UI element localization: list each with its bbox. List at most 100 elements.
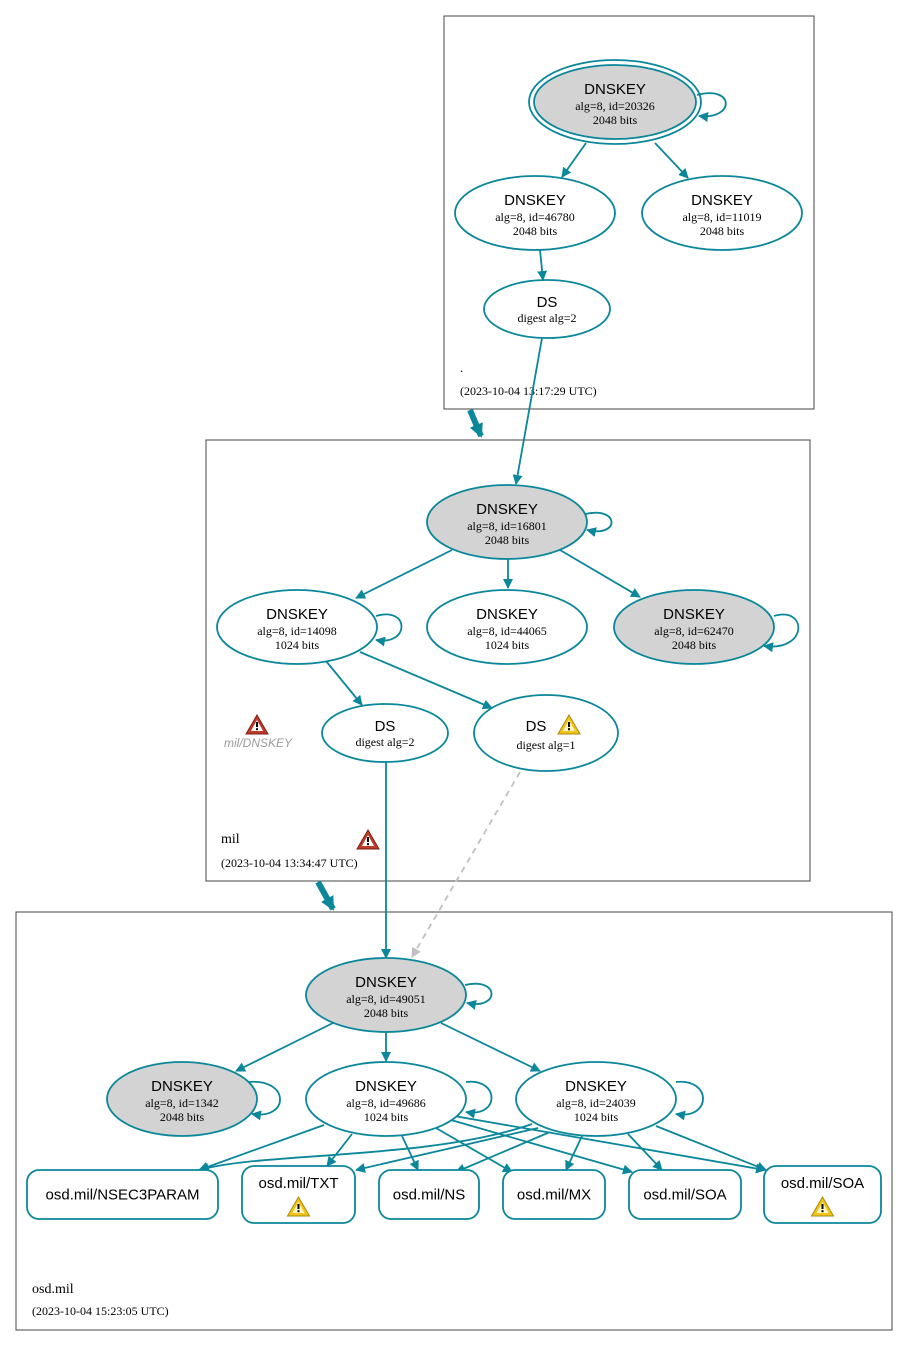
digest-edge	[325, 660, 363, 706]
rrset-node: osd.mil/NSEC3PARAM	[26, 1169, 219, 1220]
rrset-shape	[763, 1165, 882, 1224]
rrset-node: osd.mil/TXT	[241, 1165, 356, 1224]
rrsig-edge	[450, 1119, 633, 1175]
rrset-label: osd.mil/SOA	[643, 1187, 726, 1204]
node-key-size: 1024 bits	[574, 1110, 619, 1124]
node-detail: alg=8, id=62470	[654, 624, 734, 638]
node-detail: digest alg=2	[517, 311, 576, 325]
node-shape	[216, 589, 378, 665]
node-shape	[473, 694, 619, 772]
node-title: DNSKEY	[266, 606, 328, 623]
node-title: DNSKEY	[663, 606, 725, 623]
zone-osd: osd.mil (2023-10-04 15:23:05 UTC)	[15, 911, 893, 1331]
rrset-shape	[502, 1169, 606, 1220]
rrsig-edge	[199, 1123, 533, 1173]
node-shape	[305, 1061, 467, 1137]
node-key-size: 2048 bits	[485, 533, 530, 547]
signature-edge	[355, 549, 453, 599]
node-shape	[483, 279, 611, 339]
rrset-node: osd.mil/SOA	[763, 1165, 882, 1224]
ds-link-edge	[512, 337, 543, 485]
node-detail: digest alg=2	[355, 735, 414, 749]
signature-edge	[654, 142, 689, 179]
node-detail: alg=8, id=20326	[575, 99, 655, 113]
rrsig-edge	[655, 1125, 767, 1172]
zone-timestamp: (2023-10-04 13:17:29 UTC)	[460, 384, 597, 398]
node-key-size: 2048 bits	[700, 224, 745, 238]
zone-name: osd.mil	[32, 1282, 74, 1297]
self-signature-edge	[465, 1081, 493, 1119]
delegation-arrow-mil-osd	[315, 880, 336, 911]
node-title: DNSKEY	[565, 1078, 627, 1095]
rrsig-edge	[355, 1127, 539, 1173]
self-signature-edge	[763, 613, 800, 653]
rrset-label: osd.mil/SOA	[781, 1175, 864, 1192]
ds-node: DS digest alg=1	[473, 694, 619, 772]
signature-edge	[235, 1022, 334, 1072]
self-signature-edge	[584, 511, 613, 537]
node-shape	[321, 703, 449, 763]
rrset-label: osd.mil/TXT	[258, 1175, 338, 1192]
rrset-node: osd.mil/SOA	[628, 1169, 742, 1220]
node-shape	[613, 589, 775, 665]
node-key-size: 2048 bits	[593, 113, 638, 127]
rrset-label: osd.mil/MX	[517, 1187, 591, 1204]
zone-mil: mil (2023-10-04 13:34:47 UTC)	[205, 439, 811, 882]
node-detail: alg=8, id=24039	[556, 1096, 636, 1110]
node-title: DNSKEY	[476, 501, 538, 518]
edges	[198, 92, 800, 1175]
node-shape	[515, 1061, 677, 1137]
node-detail: digest alg=1	[516, 738, 575, 752]
node-key-size: 1024 bits	[364, 1110, 409, 1124]
node-key-size: 1024 bits	[485, 638, 530, 652]
error-label: mil/DNSKEY	[224, 736, 293, 750]
self-signature-edge	[675, 1081, 704, 1121]
rrsig-edge	[627, 1133, 663, 1171]
rrset-node: osd.mil/NS	[378, 1169, 480, 1220]
rrsig-edge	[326, 1133, 353, 1167]
rrset-label: osd.mil/NSEC3PARAM	[46, 1187, 200, 1204]
node-key-size: 1024 bits	[275, 638, 320, 652]
node-title: DNSKEY	[355, 974, 417, 991]
mil-dnskey-error: mil/DNSKEY	[224, 714, 293, 750]
zone-timestamp: (2023-10-04 15:23:05 UTC)	[32, 1304, 169, 1318]
node-key-size: 2048 bits	[364, 1006, 409, 1020]
rrsig-edge	[198, 1124, 325, 1172]
signature-edge	[440, 1022, 541, 1072]
node-detail: alg=8, id=49686	[346, 1096, 426, 1110]
zone-name: .	[460, 360, 463, 375]
rrsig-edge	[435, 1127, 513, 1173]
zone-timestamp: (2023-10-04 13:34:47 UTC)	[221, 856, 358, 870]
digest-edge	[359, 651, 493, 710]
zone-name: mil	[221, 832, 240, 847]
records: osd.mil/NSEC3PARAM osd.mil/TXT osd.mil/NS o…	[26, 1165, 882, 1224]
node-shape	[305, 957, 467, 1033]
node-title: DNSKEY	[504, 192, 566, 209]
node-detail: alg=8, id=11019	[682, 210, 761, 224]
node-title: DNSKEY	[151, 1078, 213, 1095]
node-key-size: 2048 bits	[672, 638, 717, 652]
rrsig-edge	[453, 1115, 766, 1174]
node-title: DS	[526, 718, 547, 735]
rrset-label: osd.mil/NS	[393, 1187, 466, 1204]
node-key-size: 2048 bits	[160, 1110, 205, 1124]
zone-root: . (2023-10-04 13:17:29 UTC)	[443, 15, 815, 410]
signature-edge	[559, 549, 641, 598]
rrset-shape	[26, 1169, 219, 1220]
self-signature-edge	[247, 1081, 281, 1121]
self-signature-edge	[696, 92, 727, 122]
node-shape	[454, 175, 616, 251]
node-detail: alg=8, id=44065	[467, 624, 547, 638]
node-title: DNSKEY	[476, 606, 538, 623]
rrset-shape	[378, 1169, 480, 1220]
